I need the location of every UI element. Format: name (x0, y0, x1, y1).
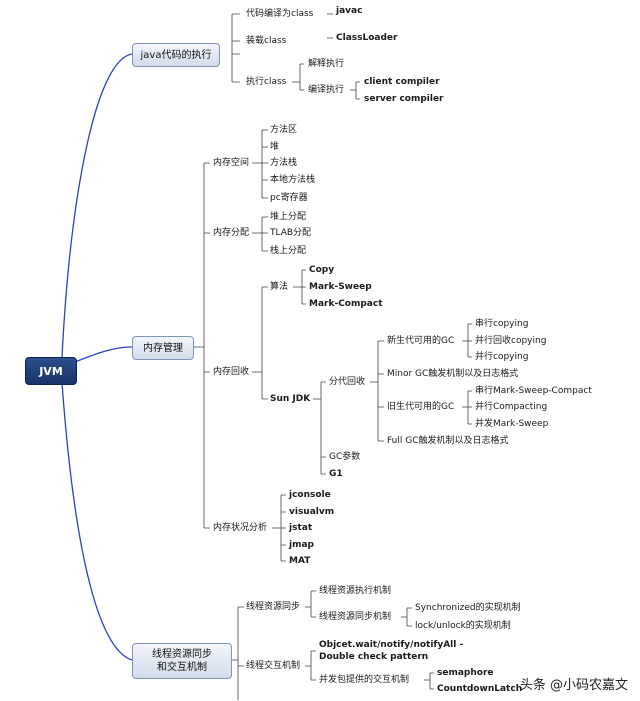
node-full-gc[interactable]: Full GC触发机制以及日志格式 (387, 436, 509, 446)
node-classloader[interactable]: ClassLoader (336, 33, 398, 43)
node-exec[interactable]: 执行class (246, 77, 287, 87)
node-wait-notify[interactable]: Objcet.wait/notify/notifyAll - (319, 640, 464, 650)
node-old-item[interactable]: 并行Compacting (475, 402, 548, 412)
node-mem-alloc[interactable]: 内存分配 (213, 228, 250, 238)
node-space-item[interactable]: 堆 (270, 142, 280, 152)
node-space-item[interactable]: 本地方法栈 (270, 175, 316, 185)
node-old-item[interactable]: 并发Mark-Sweep (475, 419, 549, 429)
node-client-compiler[interactable]: client compiler (364, 77, 440, 87)
node-young-item[interactable]: 串行copying (475, 319, 529, 329)
branch-memory[interactable]: 内存管理 (132, 336, 194, 360)
node-load[interactable]: 装载class (246, 36, 287, 46)
node-algo-item[interactable]: Mark-Compact (309, 299, 383, 309)
branch-thread-line1: 线程资源同步 (152, 649, 212, 660)
node-server-compiler[interactable]: server compiler (364, 94, 444, 104)
node-young-item[interactable]: 并行回收copying (475, 336, 547, 346)
branch-thread-line2: 和交互机制 (157, 662, 207, 673)
branch-java-exec[interactable]: java代码的执行 (132, 43, 220, 67)
node-young[interactable]: 新生代可用的GC (387, 336, 455, 346)
node-mem-space[interactable]: 内存空间 (213, 158, 250, 168)
node-sunjdk[interactable]: Sun JDK (270, 394, 311, 404)
watermark: 头条 @小码农嘉文 (519, 678, 628, 693)
node-algo-item[interactable]: Mark-Sweep (309, 282, 372, 292)
root-node-jvm[interactable]: JVM (25, 357, 77, 385)
node-young-item[interactable]: 并行copying (475, 352, 529, 362)
node-tool[interactable]: jstat (289, 523, 313, 533)
node-compile[interactable]: 代码编译为class (246, 9, 314, 19)
node-gen[interactable]: 分代回收 (329, 377, 366, 387)
node-minor-gc[interactable]: Minor GC触发机制以及日志格式 (387, 369, 519, 379)
node-wait-notify-2[interactable]: Double check pattern (319, 652, 429, 662)
node-mem-analysis[interactable]: 内存状况分析 (213, 523, 268, 533)
node-sync-item[interactable]: Synchronized的实现机制 (415, 603, 521, 613)
node-javac[interactable]: javac (336, 6, 363, 16)
node-concurrent[interactable]: 并发包提供的交互机制 (319, 675, 410, 685)
node-tool[interactable]: MAT (289, 556, 311, 566)
node-tool[interactable]: visualvm (289, 507, 335, 517)
node-thread-interact[interactable]: 线程交互机制 (246, 661, 301, 671)
node-space-item[interactable]: 方法区 (270, 125, 298, 135)
node-alloc-item[interactable]: TLAB分配 (270, 228, 312, 238)
node-algo-item[interactable]: Copy (309, 265, 335, 275)
node-old[interactable]: 旧生代可用的GC (387, 402, 455, 412)
node-concurrent-item[interactable]: semaphore (437, 668, 494, 678)
node-algo[interactable]: 算法 (270, 282, 289, 292)
connector-root-thread (61, 382, 133, 661)
node-old-item[interactable]: 串行Mark-Sweep-Compact (475, 386, 592, 396)
node-sync-item[interactable]: lock/unlock的实现机制 (415, 621, 511, 631)
node-tool[interactable]: jconsole (289, 490, 331, 500)
node-concurrent-item[interactable]: CountdownLatch (437, 684, 523, 694)
node-g1[interactable]: G1 (329, 469, 343, 479)
node-tool[interactable]: jmap (289, 540, 314, 550)
connector-root-java (61, 53, 133, 358)
node-thread-sync[interactable]: 线程资源同步 (246, 602, 301, 612)
node-sync-exec[interactable]: 线程资源执行机制 (319, 586, 392, 596)
node-jit[interactable]: 编译执行 (308, 85, 345, 95)
node-mem-gc[interactable]: 内存回收 (213, 367, 250, 377)
node-gc-param[interactable]: GC参数 (329, 452, 361, 462)
connector-root-memory (74, 346, 133, 363)
node-space-item[interactable]: 方法栈 (270, 158, 298, 168)
node-space-item[interactable]: pc寄存器 (270, 193, 308, 203)
node-alloc-item[interactable]: 堆上分配 (270, 212, 307, 222)
node-interpret[interactable]: 解释执行 (308, 59, 345, 69)
branch-thread[interactable]: 线程资源同步 和交互机制 (132, 643, 232, 679)
node-sync-mech[interactable]: 线程资源同步机制 (319, 612, 392, 622)
node-alloc-item[interactable]: 栈上分配 (270, 246, 307, 256)
